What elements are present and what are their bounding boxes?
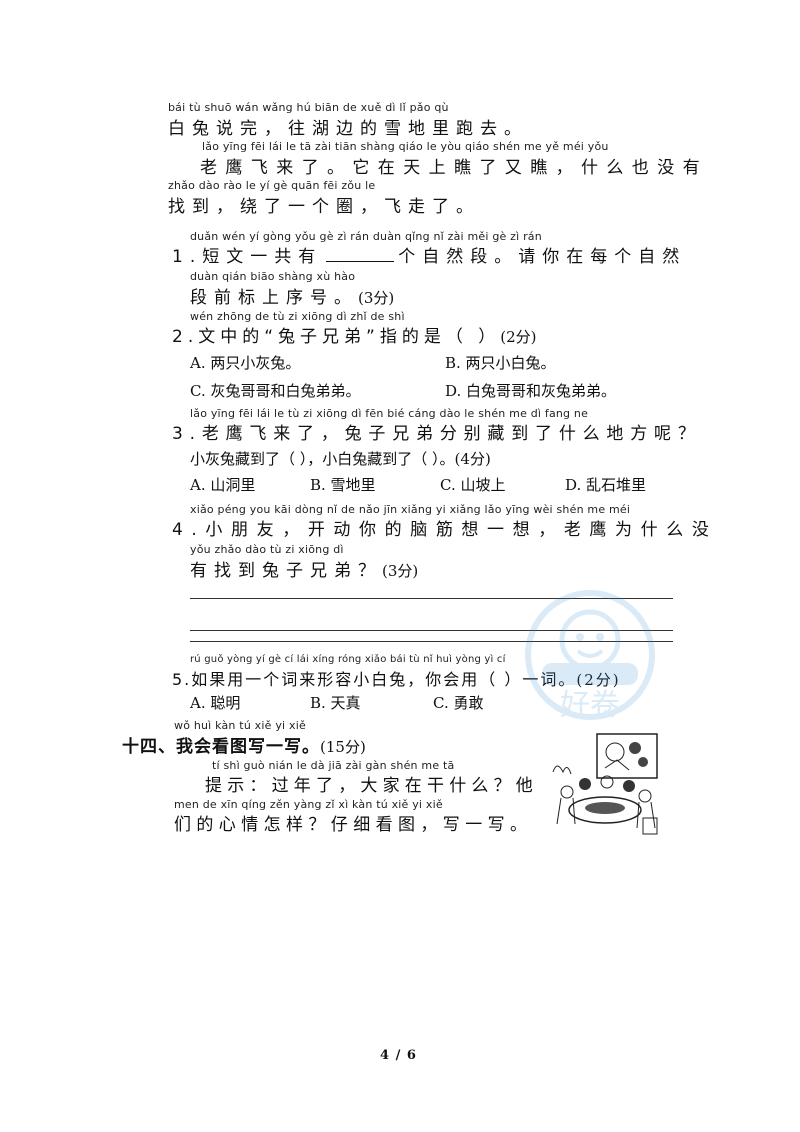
q4-text-2: 有找到兔子兄弟？ bbox=[190, 561, 382, 581]
q3-option-d[interactable]: D. 乱石堆里 bbox=[565, 476, 647, 494]
passage-line-3: 找到，绕了一个圈，飞走了。 bbox=[168, 197, 480, 217]
q1-question: 1.短文一共有 个自然段。请你在每个自然 bbox=[172, 242, 686, 267]
answer-line-2[interactable] bbox=[190, 630, 673, 631]
q1-pinyin: duǎn wén yí gòng yǒu gè zì rán duàn qǐng… bbox=[190, 230, 542, 243]
q5-option-c[interactable]: C. 勇敢 bbox=[433, 694, 484, 712]
q4-pinyin: xiǎo péng you kāi dòng nǐ de nǎo jīn xiǎ… bbox=[190, 503, 631, 516]
q1-question-2: 段前标上序号。(3分) bbox=[190, 283, 394, 308]
passage-line-1: 白兔说完，往湖边的雪地里跑去。 bbox=[168, 119, 528, 139]
q1-answer-blank[interactable] bbox=[326, 247, 395, 262]
q2-option-d[interactable]: D. 白兔哥哥和灰兔弟弟。 bbox=[445, 382, 617, 400]
q2-question: 2.文中的“兔子兄弟”指的是（ ）(2分) bbox=[172, 322, 537, 347]
q2-text: 2.文中的“兔子兄弟”指的是（ ） bbox=[172, 327, 501, 347]
s14-heading: 十四、我会看图写一写。(15分) bbox=[122, 732, 366, 757]
q3-question: 3.老鹰飞来了，兔子兄弟分别藏到了什么地方呢？ bbox=[172, 424, 702, 444]
s14-score: (15分) bbox=[320, 738, 366, 756]
q3-option-b[interactable]: B. 雪地里 bbox=[310, 476, 376, 494]
q2-option-b[interactable]: B. 两只小白兔。 bbox=[445, 354, 556, 372]
answer-line-3[interactable] bbox=[190, 641, 673, 642]
q2-option-a[interactable]: A. 两只小灰兔。 bbox=[190, 354, 301, 372]
s14-tip-pinyin: tí shì guò nián le dà jiā zài gàn shén m… bbox=[212, 759, 455, 772]
q2-score: (2分) bbox=[500, 328, 537, 346]
q3-subquestion: 小灰兔藏到了（ ），小白兔藏到了（ ）。(4分) bbox=[190, 448, 491, 469]
watermark-logo-icon: 好卷 bbox=[525, 590, 655, 723]
q1-text-2: 段前标上序号。 bbox=[190, 288, 358, 308]
q4-question: 4.小朋友，开动你的脑筋想一想，老鹰为什么没 bbox=[172, 520, 718, 540]
passage-pinyin-1: bái tù shuō wán wǎng hú biān de xuě dì l… bbox=[168, 101, 449, 114]
s14-tip-pinyin-2: men de xīn qíng zěn yàng zǐ xì kàn tú xi… bbox=[174, 798, 443, 811]
q3-sub-text[interactable]: 小灰兔藏到了（ ），小白兔藏到了（ ）。 bbox=[190, 450, 455, 468]
q3-score: (4分) bbox=[454, 450, 491, 468]
q5-score: (2分) bbox=[576, 671, 620, 689]
answer-line-1[interactable] bbox=[190, 598, 673, 599]
family-dinner-illustration bbox=[552, 733, 658, 835]
page-number: 4 / 6 bbox=[380, 1048, 417, 1063]
passage-pinyin-3: zhǎo dào rào le yí gè quān fēi zǒu le bbox=[168, 179, 376, 192]
q4-score: (3分) bbox=[382, 562, 419, 580]
q2-pinyin: wén zhōng de tù zi xiōng dì zhǐ de shì bbox=[190, 310, 405, 323]
s14-tip: 提示：过年了，大家在干什么？他 bbox=[205, 776, 538, 796]
q5-pinyin: rú guǒ yòng yí gè cí lái xíng róng xiǎo … bbox=[190, 654, 506, 665]
q1-pinyin-2: duàn qián biāo shàng xù hào bbox=[190, 270, 356, 283]
q2-option-c[interactable]: C. 灰兔哥哥和白兔弟弟。 bbox=[190, 382, 361, 400]
q1-score: (3分) bbox=[358, 289, 395, 307]
q3-option-c[interactable]: C. 山坡上 bbox=[440, 476, 506, 494]
q5-option-a[interactable]: A. 聪明 bbox=[190, 694, 241, 712]
s14-pinyin: wǒ huì kàn tú xiě yi xiě bbox=[174, 719, 306, 732]
q3-pinyin: lǎo yīng fēi lái le tù zi xiōng dì fēn b… bbox=[190, 407, 589, 420]
q5-text: 5.如果用一个词来形容小白兔，你会用（ ）一词。 bbox=[172, 670, 577, 689]
q4-question-2: 有找到兔子兄弟？(3分) bbox=[190, 556, 418, 581]
watermark-text: 好卷 bbox=[560, 688, 620, 723]
q4-pinyin-2: yǒu zhǎo dào tù zi xiōng dì bbox=[190, 543, 344, 556]
q3-option-a[interactable]: A. 山洞里 bbox=[190, 476, 256, 494]
q1-text-b: 个自然段。请你在每个自然 bbox=[398, 247, 687, 267]
q1-text-a: 1.短文一共有 bbox=[172, 247, 323, 267]
s14-tip-2: 们的心情怎样？仔细看图，写一写。 bbox=[174, 815, 533, 835]
passage-line-2: 老鹰飞来了。它在天上瞧了又瞧，什么也没有 bbox=[200, 158, 708, 178]
passage-pinyin-2: lǎo yīng fēi lái le tā zài tiān shàng qi… bbox=[202, 140, 609, 153]
q5-question: 5.如果用一个词来形容小白兔，你会用（ ）一词。(2分) bbox=[172, 666, 621, 690]
q5-option-b[interactable]: B. 天真 bbox=[310, 694, 361, 712]
s14-title: 十四、我会看图写一写。 bbox=[122, 737, 320, 757]
